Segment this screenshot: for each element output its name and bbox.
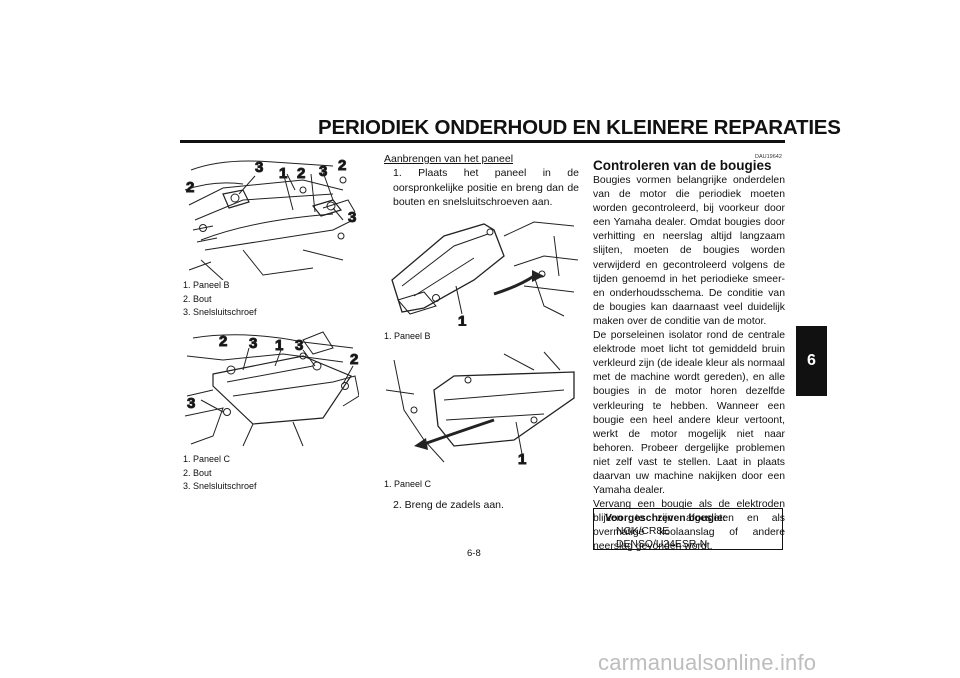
callout: 2 xyxy=(297,165,305,182)
caption-item: 2. Bout xyxy=(183,293,212,304)
footer-watermark: carmanualsonline.info xyxy=(598,650,817,675)
section-body: Bougies vormen belangrijke onderdelen va… xyxy=(593,174,785,555)
figure-caption-list: 1. Paneel C 2. Bout 3. Snelsluitschroef xyxy=(183,453,257,494)
caption-item: 1. Paneel B xyxy=(183,280,230,290)
caption-item: 2. Bout xyxy=(183,467,212,478)
callout: 1 xyxy=(279,165,287,182)
figure-panel-c-illustration: 2 3 1 3 2 3 xyxy=(183,326,359,452)
callout: 1 xyxy=(518,451,526,468)
figure-caption-list: 1. Paneel B 2. Bout 3. Snelsluitschroef xyxy=(183,279,257,320)
callout: 1 xyxy=(275,337,283,354)
callout: 2 xyxy=(219,333,227,350)
spec-value: DENSO/U24ESR-N xyxy=(616,539,708,550)
callout: 3 xyxy=(255,159,263,176)
caption-item: 1. Paneel C xyxy=(183,454,231,464)
figure-panel-b-illustration: 3 1 2 3 2 2 3 xyxy=(183,150,359,280)
callout: 3 xyxy=(295,337,303,354)
callout: 3 xyxy=(249,335,257,352)
callout: 1 xyxy=(458,313,466,326)
caption-item: 3. Snelsluitschroef xyxy=(183,307,257,317)
paragraph: Vervang een bougie als de elektroden bli… xyxy=(593,499,785,553)
callout: 3 xyxy=(319,163,327,180)
figure-caption: 1. Paneel B xyxy=(384,331,431,341)
instruction-step-2: 2. Breng de zadels aan. xyxy=(393,499,504,511)
chapter-tab: 6 xyxy=(796,326,827,396)
page-title: PERIODIEK ONDERHOUD EN KLEINERE REPARATI… xyxy=(318,116,841,139)
callout: 2 xyxy=(186,179,194,196)
callout: 3 xyxy=(348,209,356,226)
spec-label: Voorgeschreven bougie: xyxy=(605,513,727,524)
figure-caption: 1. Paneel C xyxy=(384,479,432,489)
header-rule xyxy=(180,140,785,143)
page-number: 6-8 xyxy=(467,548,481,559)
callout: 2 xyxy=(338,157,346,174)
spec-box: Voorgeschreven bougie: NGK/CR8E DENSO/U2… xyxy=(593,508,783,550)
instruction-step-1: 1. Plaats het paneel in de oorspronkelij… xyxy=(393,167,579,208)
spec-value: NGK/CR8E xyxy=(616,526,670,537)
figure-install-panel-b: 1 xyxy=(384,216,578,326)
section-subheading: Aanbrengen van het paneel xyxy=(384,153,514,165)
section-heading: Controleren van de bougies xyxy=(593,158,772,173)
callout: 3 xyxy=(187,395,195,412)
figure-install-panel-c: 1 xyxy=(384,350,578,468)
paragraph: De porseleinen isolator rond de centrale… xyxy=(593,330,785,497)
reference-code: DAU19642 xyxy=(755,154,782,160)
caption-item: 3. Snelsluitschroef xyxy=(183,481,257,491)
paragraph: Bougies vormen belangrijke onderdelen va… xyxy=(593,175,785,327)
callout: 2 xyxy=(350,351,358,368)
